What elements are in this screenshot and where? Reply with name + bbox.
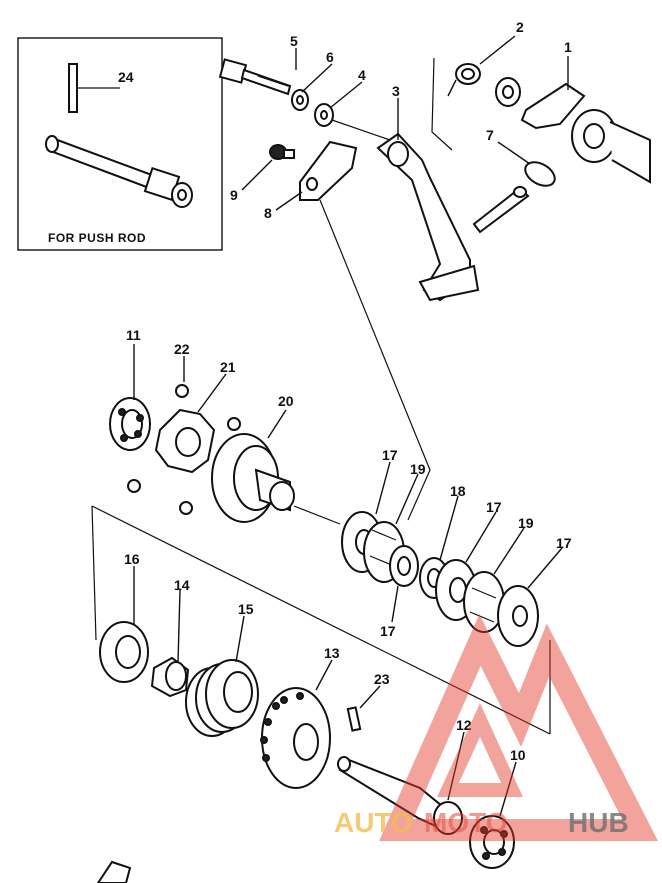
inset-caption: FOR PUSH ROD [48,231,146,245]
callout-14: 14 [174,577,190,593]
callout-13: 13 [324,645,340,661]
callout-10: 10 [510,747,526,763]
callout-2: 2 [516,19,524,35]
callout-12: 12 [456,717,472,733]
callout-17d: 17 [380,623,396,639]
callout-4: 4 [358,67,366,83]
callout-17a: 17 [382,447,398,463]
callout-7: 7 [486,127,494,143]
middle-assembly [91,384,551,735]
callout-19a: 19 [410,461,426,477]
callout-1: 1 [564,39,572,55]
callout-9: 9 [230,187,238,203]
callout-15: 15 [238,601,254,617]
watermark-text-auto: AUTO [334,807,413,838]
callout-23: 23 [374,671,390,687]
callout-22: 22 [174,341,190,357]
callout-24: 24 [118,69,134,85]
callout-20: 20 [278,393,294,409]
callout-21: 21 [220,359,236,375]
callout-3: 3 [392,83,400,99]
watermark-logo: AUTO MOTO HUB [334,614,658,841]
watermark-text-moto: MOTO [424,807,507,838]
callout-8: 8 [264,205,272,221]
leader-lines [133,35,569,817]
watermark-text-hub: HUB [568,807,629,838]
callout-6: 6 [326,49,334,65]
upper-lever-group [218,57,651,521]
callout-numbers: 1 2 3 4 5 6 7 8 9 10 11 12 13 14 15 16 1… [124,19,572,763]
callout-16: 16 [124,551,140,567]
callout-19b: 19 [518,515,534,531]
inset-push-rod: 24 FOR PUSH ROD [17,37,223,251]
callout-18: 18 [450,483,466,499]
lower-assembly [96,621,515,883]
callout-11: 11 [126,327,141,343]
callout-17b: 17 [486,499,502,515]
callout-5: 5 [290,33,298,49]
callout-17c: 17 [556,535,572,551]
